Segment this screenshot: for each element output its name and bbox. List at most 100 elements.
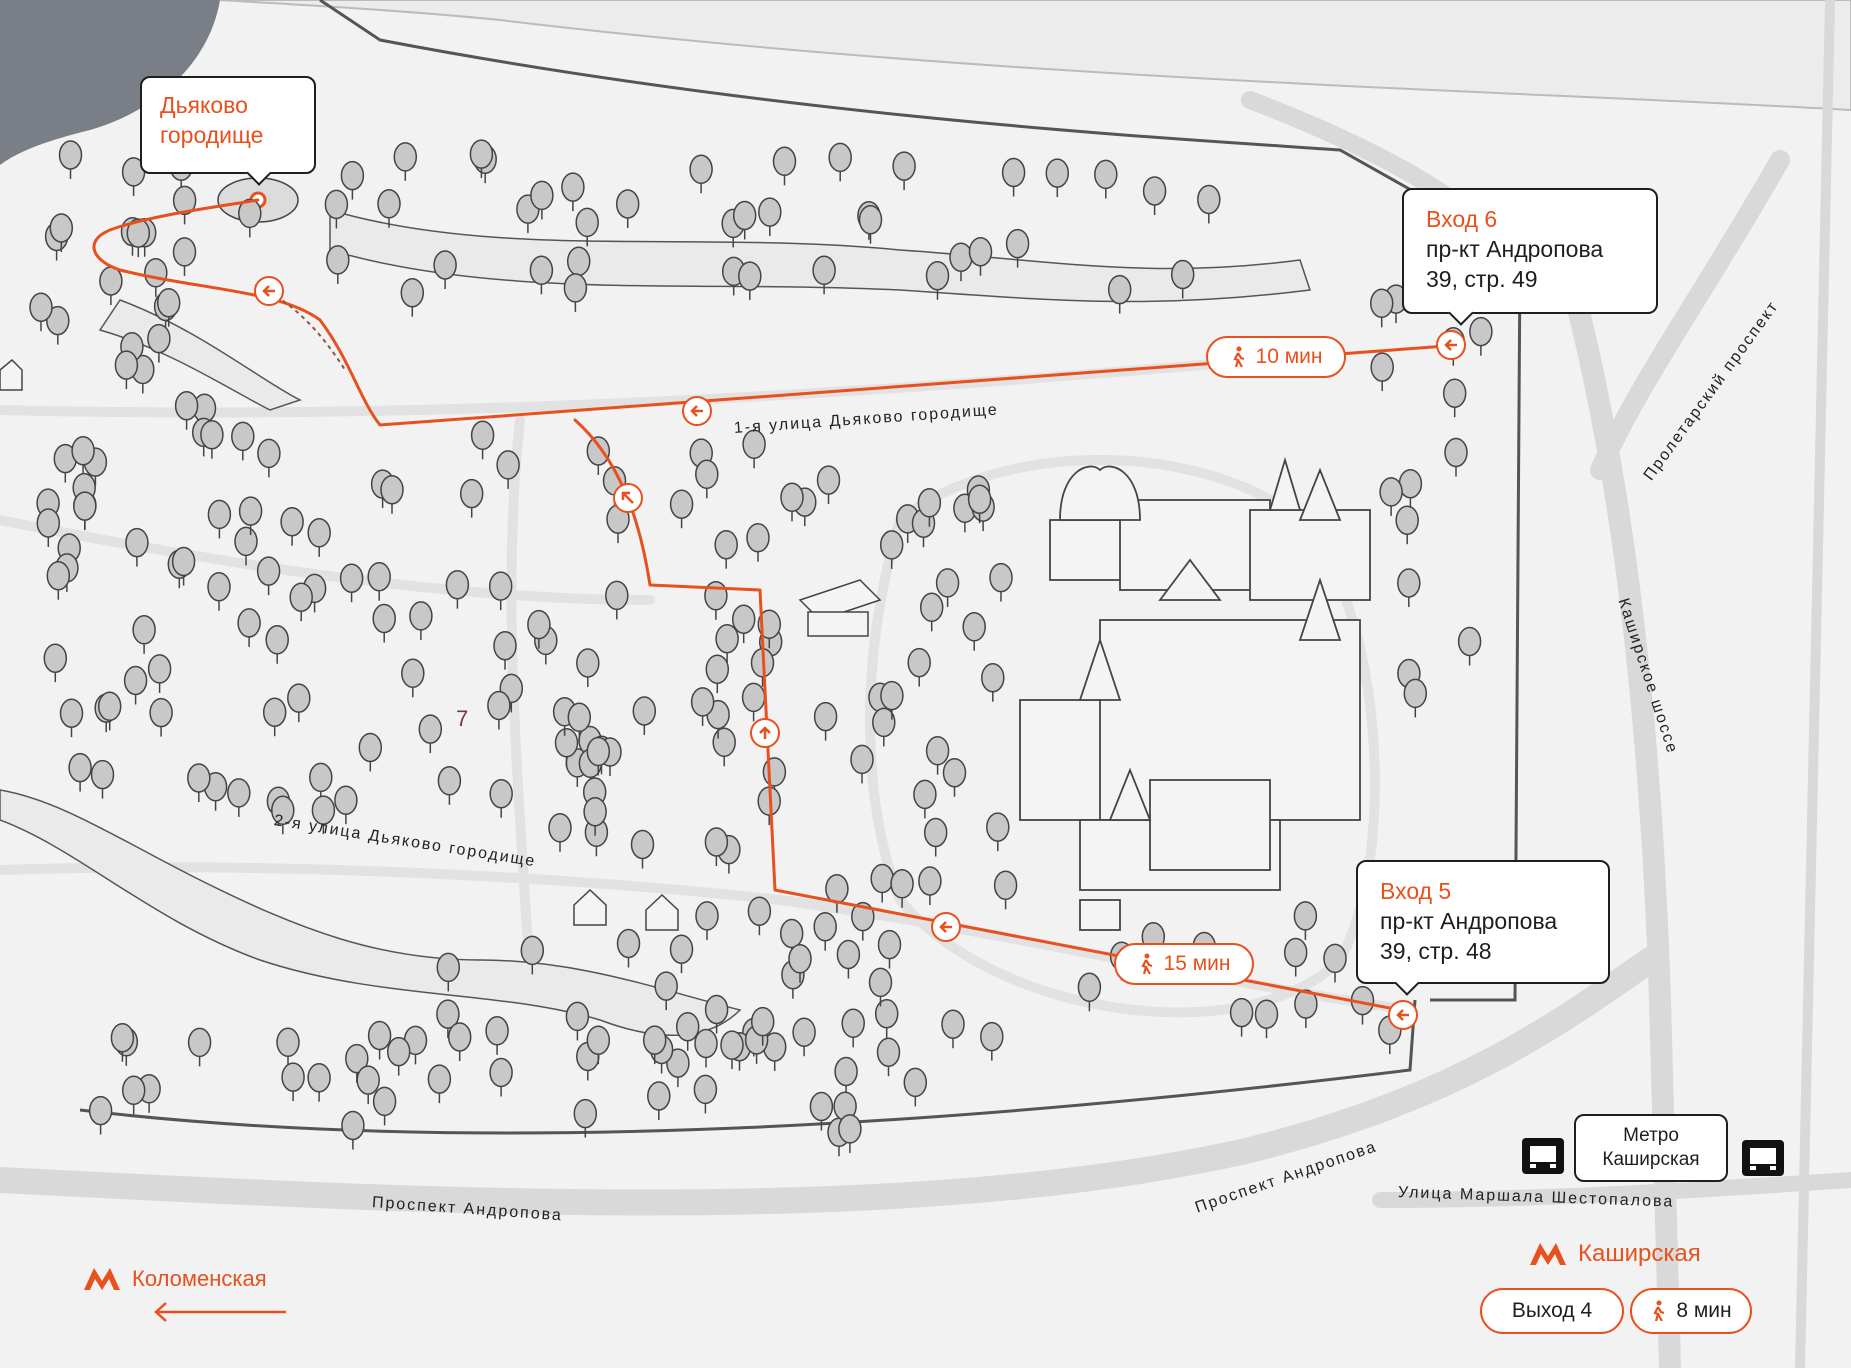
tree (919, 592, 944, 633)
tree (738, 261, 762, 301)
tree (1457, 626, 1482, 667)
route-arrow (254, 276, 284, 306)
tree (993, 870, 1018, 911)
plot-number: 7 (456, 706, 471, 731)
kolomenskoe-palace (1019, 456, 1371, 931)
tree (876, 1037, 901, 1077)
tree (88, 1095, 113, 1136)
tree (90, 759, 115, 800)
tree (380, 474, 404, 515)
tree (693, 1074, 718, 1115)
pavilion (798, 579, 882, 637)
tree (890, 869, 914, 909)
tree (367, 561, 391, 602)
bus-icon (1530, 1146, 1556, 1168)
tree (1397, 568, 1421, 608)
tree (1254, 999, 1279, 1039)
metro-kashirskaya[interactable]: Каширская (1530, 1240, 1701, 1268)
tree (339, 563, 364, 603)
road-proletarsky (1590, 150, 1790, 480)
tree (834, 1056, 858, 1097)
tree (918, 866, 942, 906)
tree (149, 697, 173, 738)
tree (280, 506, 304, 547)
tree (58, 140, 83, 180)
tree (276, 1027, 300, 1068)
tree (1444, 437, 1468, 478)
tree (418, 714, 443, 754)
entrance-5-building: 39, стр. 48 (1380, 938, 1492, 964)
bus-icon (1750, 1148, 1776, 1170)
tree (437, 766, 462, 806)
tree (1395, 505, 1419, 545)
tree (563, 273, 588, 313)
tree (207, 499, 232, 540)
tree (1294, 989, 1318, 1029)
tree (1283, 937, 1308, 978)
tree (1094, 159, 1118, 200)
tree (689, 154, 713, 195)
tree (1001, 157, 1026, 198)
route-arrow (750, 718, 780, 748)
tree (813, 911, 837, 952)
entrance-6-title: Вход 6 (1426, 206, 1498, 232)
road-shestopalov (1372, 1172, 1851, 1208)
tree (746, 522, 770, 563)
tree (962, 612, 986, 652)
metro-kashirskaya-label: Каширская (1578, 1240, 1701, 1267)
tree (816, 465, 841, 505)
tree (1398, 468, 1423, 509)
bus-stop-left (1522, 1138, 1564, 1174)
tree (1370, 352, 1394, 392)
tree (132, 615, 156, 655)
tree (561, 172, 585, 212)
tree (705, 654, 730, 694)
tree (340, 160, 365, 201)
tree (470, 420, 495, 461)
tree (121, 1075, 146, 1116)
tree (980, 1021, 1004, 1062)
tree (400, 277, 425, 318)
metro-kolomenskaya[interactable]: Коломенская (84, 1266, 267, 1292)
entrance-6-callout[interactable]: Вход 6 пр-кт Андропова 39, стр. 49 (1402, 188, 1658, 326)
tree (281, 1062, 305, 1102)
tree (147, 654, 172, 694)
tree (401, 658, 425, 699)
tree (73, 491, 97, 531)
metro-exit: Выход 4 (1480, 1288, 1624, 1334)
metro-exit-label: Выход 4 (1511, 1299, 1593, 1322)
arrow-icon (1396, 1009, 1409, 1021)
tree (326, 245, 350, 285)
tree (907, 647, 931, 688)
tree (489, 1057, 513, 1098)
tree (334, 785, 358, 825)
tree (393, 142, 418, 182)
tree (874, 998, 899, 1039)
tree (925, 260, 950, 301)
ravine-upper (329, 208, 1312, 303)
tree (459, 478, 484, 519)
tree (485, 1016, 509, 1056)
tree (841, 1008, 865, 1049)
tree (836, 939, 861, 980)
tree (858, 204, 883, 245)
tree (307, 518, 331, 558)
tree (529, 255, 554, 296)
walker-icon (1653, 1300, 1665, 1322)
tree (758, 197, 782, 237)
arrow-icon (939, 921, 952, 933)
walk-time-bottom-label: 15 мин (1163, 952, 1231, 975)
tree (669, 489, 694, 529)
tree (147, 323, 171, 364)
walk-time-metro-label: 8 мин (1676, 1299, 1732, 1322)
entrance-5-callout[interactable]: Вход 5 пр-кт Андропова 39, стр. 48 (1356, 860, 1610, 996)
tree (632, 696, 657, 736)
tree (615, 189, 640, 229)
tree (110, 1022, 135, 1063)
embankment (219, 0, 1851, 112)
tree (669, 934, 694, 974)
dyakovo-callout[interactable]: Дьяково городище (140, 76, 316, 186)
tree (358, 732, 383, 773)
tree (1045, 158, 1070, 198)
tree (780, 482, 804, 523)
